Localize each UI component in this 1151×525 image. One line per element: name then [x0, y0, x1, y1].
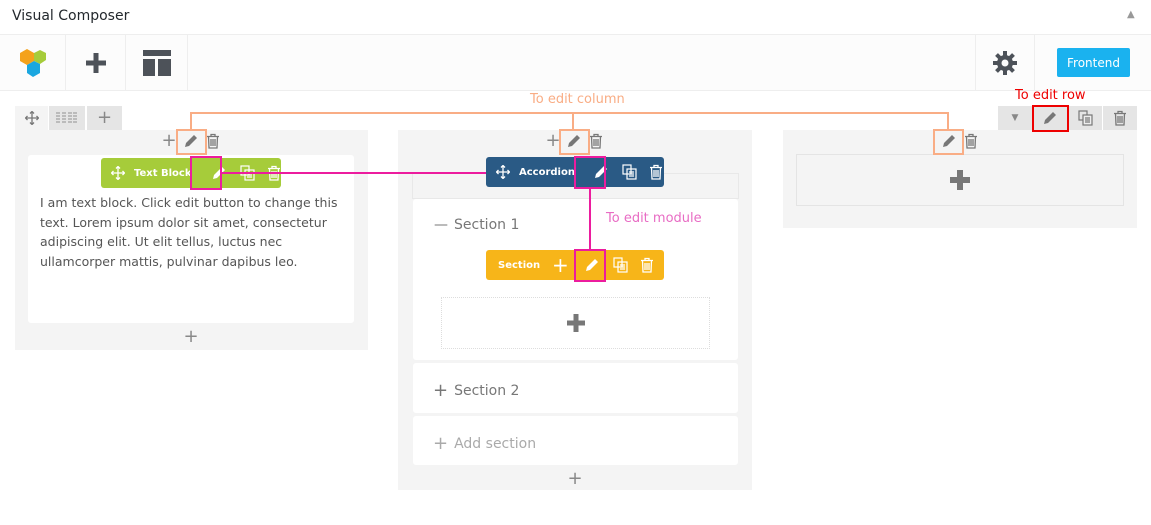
- section-1-header[interactable]: — Section 1: [434, 217, 519, 233]
- row-toggle-button[interactable]: ▼: [998, 106, 1032, 130]
- column-delete-button[interactable]: [206, 133, 220, 149]
- column-add-button[interactable]: +: [545, 130, 561, 151]
- logo-button[interactable]: [0, 35, 66, 91]
- plus-icon: +: [433, 433, 449, 454]
- module-annotation-line: [589, 189, 591, 250]
- pencil-icon[interactable]: [211, 165, 227, 181]
- module-edit-highlight: [574, 156, 606, 189]
- layout-icon: [142, 50, 171, 76]
- section-add-element[interactable]: [441, 297, 710, 349]
- trash-icon: [964, 133, 978, 149]
- section-title: Section 2: [454, 382, 520, 399]
- column-annotation-line: [190, 112, 192, 130]
- module-label: Accordion: [519, 166, 575, 178]
- section-title: Section 1: [454, 217, 520, 233]
- accordion-section-2: [413, 363, 738, 413]
- panel-header: [0, 0, 1151, 35]
- trash-icon[interactable]: [649, 164, 663, 180]
- plus-icon[interactable]: +: [552, 253, 569, 277]
- trash-icon[interactable]: [640, 257, 654, 273]
- settings-button[interactable]: [975, 35, 1035, 91]
- trash-icon: [1113, 110, 1127, 126]
- pencil-icon[interactable]: [584, 257, 600, 273]
- column-annotation-line: [947, 112, 949, 130]
- column-edit-highlight: [559, 129, 590, 155]
- column-edit-button[interactable]: [941, 133, 957, 149]
- pencil-icon: [183, 133, 199, 149]
- caret-down-icon: ▼: [1011, 113, 1019, 123]
- frontend-button[interactable]: Frontend: [1057, 48, 1130, 77]
- add-section-button[interactable]: + Add section: [433, 433, 536, 454]
- row-edit-button[interactable]: [1033, 106, 1067, 130]
- module-annotation-label: To edit module: [606, 211, 702, 226]
- plus-icon: [566, 314, 585, 332]
- column-edit-highlight: [176, 129, 207, 155]
- row-clone-button[interactable]: [1068, 106, 1102, 130]
- column-add-bottom-button[interactable]: +: [567, 468, 583, 489]
- triangle-up-icon[interactable]: ▲: [1127, 9, 1135, 20]
- module-edit-highlight: [574, 249, 606, 282]
- copy-icon: [1077, 110, 1093, 126]
- pencil-icon: [1042, 110, 1058, 126]
- row-delete-button[interactable]: [1103, 106, 1137, 130]
- move-icon: [24, 111, 39, 125]
- visual-composer-logo: [19, 49, 46, 77]
- section-2-header[interactable]: + Section 2: [433, 380, 519, 401]
- column-annotation-line: [572, 112, 574, 130]
- plus-icon: +: [433, 380, 449, 401]
- move-icon[interactable]: [111, 166, 125, 180]
- toolbar: [0, 35, 1151, 91]
- templates-button[interactable]: [126, 35, 188, 91]
- column-add-button[interactable]: +: [161, 130, 177, 151]
- add-section-panel: [413, 416, 738, 465]
- columns-layout-icon: [56, 112, 78, 124]
- column-delete-button[interactable]: [964, 133, 978, 149]
- module-annotation-line: [222, 172, 486, 174]
- column-annotation-line: [190, 112, 949, 114]
- trash-icon: [206, 133, 220, 149]
- row-layout-button[interactable]: [49, 106, 85, 130]
- row-edit-highlight: [1032, 105, 1069, 132]
- module-label: Text Block: [134, 167, 192, 179]
- move-icon[interactable]: [496, 165, 510, 179]
- section-label: Section: [498, 259, 541, 271]
- pencil-icon: [941, 133, 957, 149]
- plus-icon: [950, 170, 970, 190]
- column-edit-button[interactable]: [566, 133, 582, 149]
- trash-icon: [589, 133, 603, 149]
- plus-icon: +: [96, 107, 113, 128]
- copy-icon[interactable]: [622, 164, 637, 180]
- minus-icon: —: [434, 217, 448, 233]
- copy-icon[interactable]: [613, 257, 628, 273]
- plus-icon: [85, 53, 106, 73]
- module-edit-highlight: [190, 156, 222, 190]
- row-annotation-label: To edit row: [1015, 88, 1086, 103]
- row-move-handle[interactable]: [15, 106, 48, 130]
- column-add-element[interactable]: [796, 154, 1124, 206]
- column-add-bottom-button[interactable]: +: [183, 326, 199, 347]
- panel-title: Visual Composer: [12, 8, 130, 24]
- row-add-column-button[interactable]: +: [87, 106, 122, 130]
- add-element-button[interactable]: [66, 35, 126, 91]
- gear-icon: [993, 51, 1017, 75]
- column-delete-button[interactable]: [589, 133, 603, 149]
- column-annotation-label: To edit column: [530, 92, 625, 107]
- add-section-label: Add section: [454, 435, 537, 452]
- pencil-icon: [566, 133, 582, 149]
- column-edit-highlight: [933, 129, 964, 155]
- column-edit-button[interactable]: [183, 133, 199, 149]
